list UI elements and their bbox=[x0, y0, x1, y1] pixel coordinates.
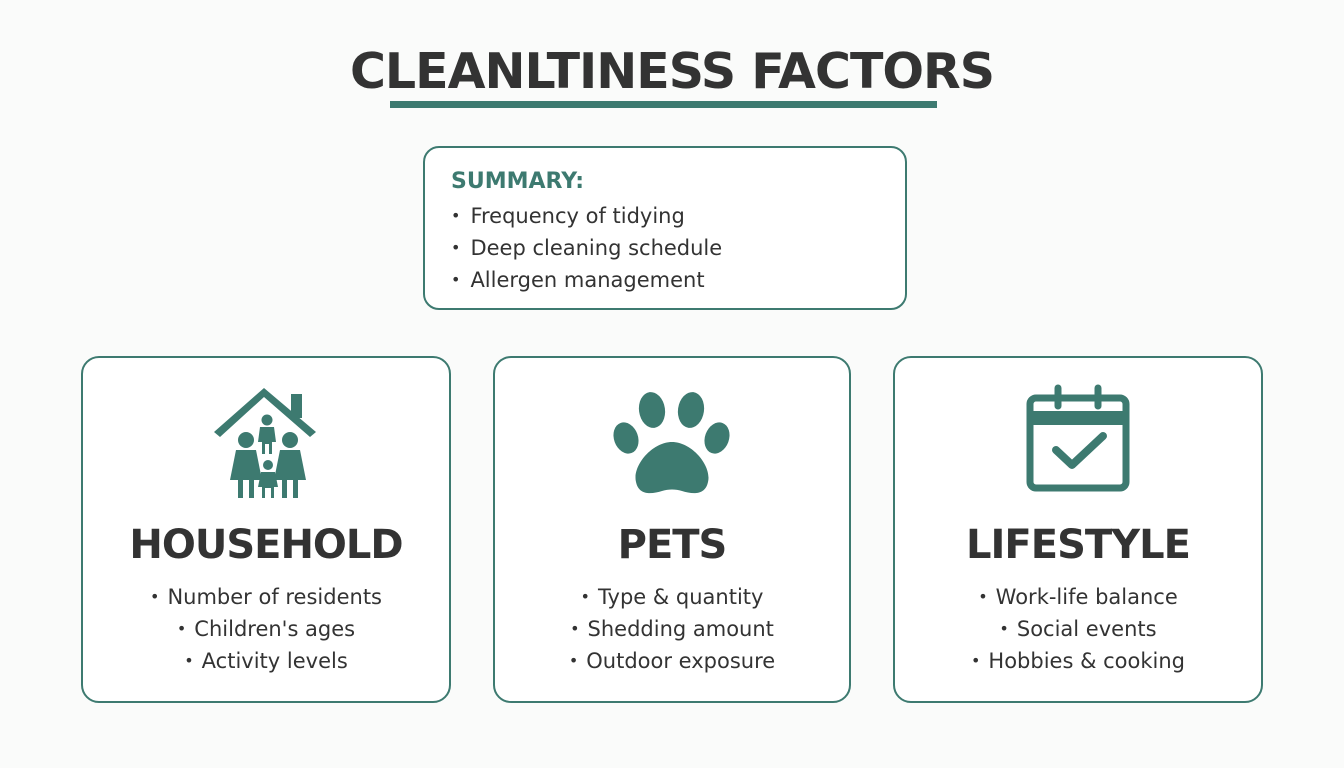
summary-item: Allergen management bbox=[451, 264, 722, 296]
card-item: Shedding amount bbox=[495, 613, 849, 645]
summary-list: Frequency of tidying Deep cleaning sched… bbox=[451, 200, 722, 296]
family-house-icon bbox=[83, 384, 449, 500]
lifestyle-card: LIFESTYLE Work-life balance Social event… bbox=[893, 356, 1263, 703]
paw-print-icon bbox=[495, 384, 849, 500]
card-list: Number of residents Children's ages Acti… bbox=[83, 581, 449, 677]
page-title: CLEANLTINESS FACTORS bbox=[349, 43, 995, 100]
card-item: Children's ages bbox=[83, 613, 449, 645]
summary-item: Deep cleaning schedule bbox=[451, 232, 722, 264]
pets-card: PETS Type & quantity Shedding amount Out… bbox=[493, 356, 851, 703]
card-list: Work-life balance Social events Hobbies … bbox=[895, 581, 1261, 677]
summary-item: Frequency of tidying bbox=[451, 200, 722, 232]
card-item: Outdoor exposure bbox=[495, 645, 849, 677]
card-title: HOUSEHOLD bbox=[129, 522, 403, 568]
summary-box: SUMMARY: Frequency of tidying Deep clean… bbox=[423, 146, 907, 310]
card-title: LIFESTYLE bbox=[966, 522, 1191, 568]
card-item: Number of residents bbox=[83, 581, 449, 613]
card-item: Activity levels bbox=[83, 645, 449, 677]
card-item: Type & quantity bbox=[495, 581, 849, 613]
card-list: Type & quantity Shedding amount Outdoor … bbox=[495, 581, 849, 677]
card-title: PETS bbox=[617, 522, 728, 568]
calendar-check-icon bbox=[895, 384, 1261, 500]
card-item: Hobbies & cooking bbox=[895, 645, 1261, 677]
card-item: Work-life balance bbox=[895, 581, 1261, 613]
card-item: Social events bbox=[895, 613, 1261, 645]
summary-heading: SUMMARY: bbox=[451, 169, 585, 194]
household-card: HOUSEHOLD Number of residents Children's… bbox=[81, 356, 451, 703]
title-underline bbox=[390, 101, 937, 108]
